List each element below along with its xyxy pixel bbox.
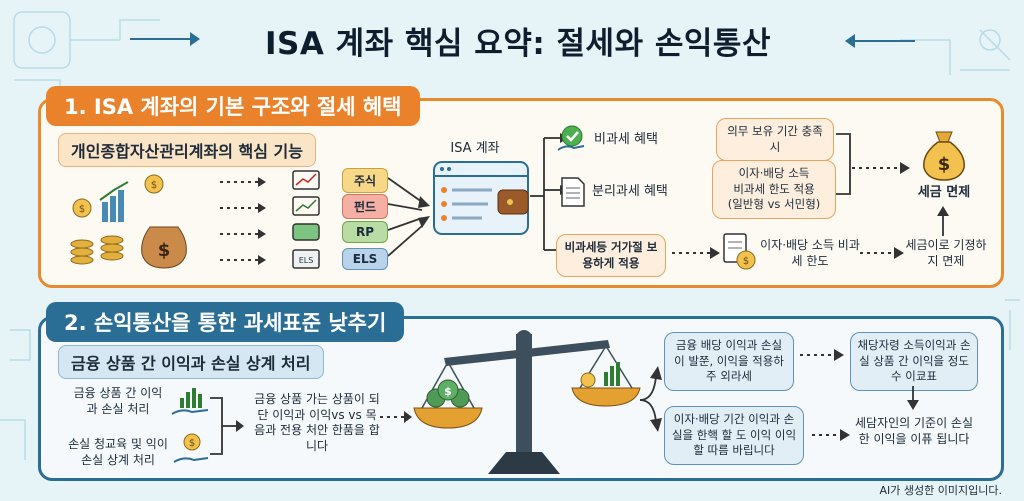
- left-item2: 손실 청교육 및 익이 손실 상계 처리: [68, 437, 168, 467]
- condition-limit-line1: 이자·배당 소득: [738, 166, 810, 180]
- svg-text:$: $: [743, 256, 749, 267]
- profit-hand-chart-icon: [171, 388, 209, 415]
- bubble-interest-loss: 이자·배당 기간 이익과 손실을 한핵 할 도 이익 이익할 따름 바립니다: [664, 406, 804, 465]
- condition-limit-line2: 비과세 한도 적용: [733, 181, 815, 196]
- product-fund: 펀드: [342, 194, 388, 219]
- condition-limit: 이자·배당 소득 비과세 한도 적용 (일반형 vs 서민형): [712, 160, 836, 219]
- section1-heading: 1. ISA 계좌의 기본 구조와 절세 혜택: [46, 86, 420, 126]
- bubble2-to-box2-arrow: [812, 429, 850, 441]
- svg-text:$: $: [189, 438, 195, 449]
- product-icons: ELS: [292, 170, 320, 269]
- note-up-arrow: [937, 206, 949, 236]
- benefit-tax-free: 비과세 혜택: [594, 132, 658, 147]
- isa-account-wallet-icon: [433, 161, 529, 235]
- tax-exempt-money-bag-icon: $: [923, 131, 965, 181]
- result-box1-text: 채당자령 소득이익과 손실 상품 간 이익을 정도수 이쿄표: [857, 338, 971, 384]
- product-els: ELS: [342, 248, 388, 270]
- svg-text:$: $: [444, 385, 452, 398]
- box1-to-box2-arrow: [907, 386, 919, 410]
- svg-text:$: $: [79, 204, 85, 215]
- middle-text: 금융 상품 가는 상품이 되단 이익과 이익vs vs 목음과 전용 처안 한품…: [254, 392, 380, 453]
- ai-generated-footer: AI가 생성한 이미지입니다.: [879, 484, 1002, 497]
- product-stock: 주식: [342, 168, 388, 193]
- title-right-arrow: [845, 34, 915, 48]
- els-icon-label: ELS: [299, 256, 314, 265]
- tax-exempt-label: 세금 면제: [917, 185, 971, 200]
- bubble-interest-loss-text: 이자·배당 기간 이익과 손실을 한핵 할 도 이익 이익할 따름 바립니다: [671, 412, 797, 458]
- bubble-dividend-loss-text: 금융 배당 이익과 손실이 발쭌, 이익을 적용하주 외라세: [674, 338, 784, 384]
- balance-scale-icon: $: [413, 330, 641, 474]
- svg-text:$: $: [938, 154, 951, 175]
- left-item1: 금융 상품 간 이익과 손실 처리: [73, 386, 163, 416]
- conditions-bracket: [836, 133, 851, 195]
- middle-to-scale-arrow: [380, 411, 412, 423]
- left-items-bracket-arrow: [210, 397, 244, 455]
- product-rp: RP: [342, 221, 388, 243]
- svg-text:$: $: [158, 240, 171, 261]
- conditions-to-exempt-arrow: [852, 162, 910, 174]
- tax-free-check-icon: [557, 125, 585, 151]
- section2-subheading: 금융 상품 간 이익과 손실 상계 처리: [58, 345, 324, 379]
- excess-to-limit-arrow: [672, 247, 720, 259]
- separate-tax-document-icon: [561, 177, 585, 207]
- scale-to-bubbles-arrows: [640, 366, 662, 432]
- assets-coins-chart-icon: $ $ $: [70, 174, 187, 269]
- section1-subheading: 개인종합자산관리계좌의 핵심 기능: [58, 133, 316, 167]
- assets-to-products-arrows: [220, 177, 266, 265]
- loss-hand-coin-icon: $: [173, 433, 209, 463]
- condition-limit-line3: (일반형 vs 서민형): [727, 197, 821, 212]
- limit-document-coin-icon: $: [723, 233, 756, 270]
- condition-holding-period-text: 의무 보유 기간 충족 시: [727, 124, 823, 154]
- condition-holding-period: 의무 보유 기간 충족 시: [716, 118, 834, 162]
- section2-heading: 2. 손익통산을 통한 과세표준 낮추기: [46, 302, 405, 342]
- result-box2: 세담자인의 기준이 손실 한 이익을 이퓨 됩니다: [854, 416, 974, 446]
- svg-text:$: $: [151, 180, 157, 191]
- bubble1-to-box1-arrow: [800, 349, 844, 361]
- bubble-dividend-loss: 금융 배당 이익과 손실이 발쭌, 이익을 적용하주 외라세: [664, 332, 794, 391]
- excess-box: 비과세등 거가절 보용하게 적용: [556, 234, 666, 278]
- title-left-arrow: [130, 32, 200, 46]
- final-note: 세금이로 기졍하지 면제: [905, 238, 987, 268]
- benefit-separate-tax: 분리과세 혜택: [592, 184, 668, 199]
- limit-label: 이자·배당 소득 비과세 한도: [760, 238, 860, 268]
- page-title: ISA 계좌 핵심 요약: 절세와 손익통산: [265, 26, 771, 62]
- products-to-account-arrows: [388, 177, 430, 257]
- result-box1: 채당자령 소득이익과 손실 상품 간 이익을 정도수 이쿄표: [850, 332, 978, 391]
- limit-to-note-arrow: [860, 247, 904, 259]
- isa-account-label: ISA 계좌: [450, 141, 500, 156]
- excess-box-text: 비과세등 거가절 보용하게 적용: [564, 240, 658, 270]
